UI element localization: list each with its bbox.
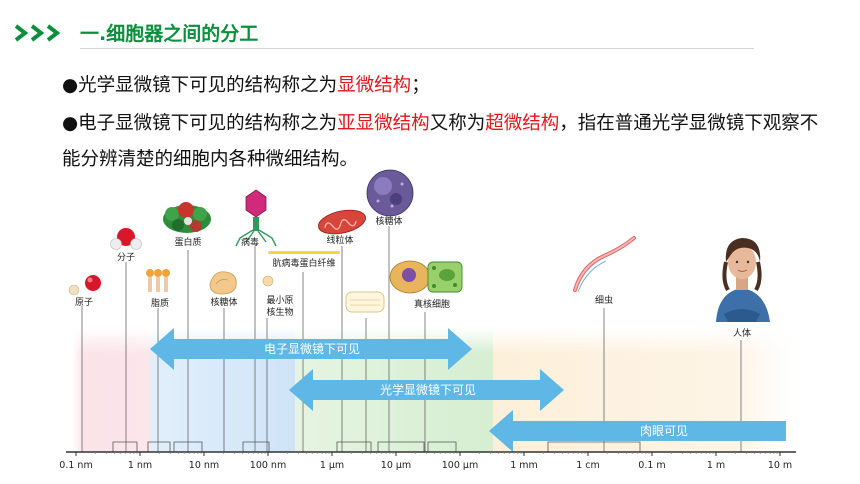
atom-icon [68,275,101,296]
axis-tick-label: 100 nm [250,460,286,471]
object-label-minimal-prokaryote: 最小原核生物 [266,295,293,318]
text-segment: 又称为 [429,113,486,134]
object-label-protein: 蛋白质 [174,236,201,248]
axis-tick-label: 10 nm [189,460,219,471]
highlight-term: 亚显微结构 [337,113,430,134]
minimal-prokaryote-icon [262,275,274,287]
ribosome-icon [209,271,237,295]
object-label-eukaryotic-cell: 真核细胞 [414,298,450,310]
eukaryotic-cell-icon [389,260,463,294]
cell-nucleus-icon [366,169,414,217]
axis-tick-label: 100 μm [442,460,478,471]
object-label-ribosome: 核糖体 [210,296,237,308]
object-label-lipid: 脂质 [151,297,169,309]
section-title: 一.细胞器之间的分工 [80,23,259,45]
axis-tick-label: 1 μm [320,460,344,471]
object-label-prion-fiber: 肮病毒蛋白纤维 [272,257,335,269]
lipid-icon [146,269,170,292]
electron-microscope-range: 电子显微镜下可见 [150,328,472,370]
triple-chevron-right-icon [14,24,61,42]
mitochondrion-icon [318,209,366,235]
size-brackets [112,441,641,452]
axis-ticks: 0.1 nm 1 nm 10 nm 100 nm 1 μm 10 μm 100 μm 1 mm… [59,452,792,471]
object-label-mitochondrion: 线粒体 [326,234,353,246]
virus-icon [235,189,277,247]
axis-tick-label: 0.1 nm [59,460,92,471]
object-label-molecule: 分子 [117,252,135,263]
highlight-term: 超微结构 [485,113,560,134]
text-segment: 电子显微镜下可见的结构称之为 [78,113,338,134]
object-label-human: 人体 [733,327,751,339]
axis-tick-label: 10 μm [381,460,411,471]
naked-eye-range: 肉眼可见 [489,410,786,452]
naked-eye-range-label: 肉眼可见 [640,424,688,438]
human-icon [716,238,770,322]
paragraph-optical-microscope: ●光学显微镜下可见的结构称之为显微结构； [62,68,822,104]
text-segment: ，指在普通光学显微镜下观察不能分辨清楚的细胞内各种微细结构。 [62,113,819,170]
highlight-term: 显微结构 [337,75,412,96]
axis-tick-label: 0.1 m [638,460,665,471]
header-divider [80,48,754,49]
axis-tick-label: 1 m [707,460,725,471]
object-label-worm: 细虫 [595,294,613,306]
prion-fiber-icon [268,251,340,254]
object-label-virus: 病毒 [241,236,259,248]
bullet: ● [62,75,79,96]
axis-tick-label: 1 mm [510,460,538,471]
axis-tick-label: 10 m [768,460,792,471]
protein-icon [163,202,211,233]
bullet: ● [62,113,79,134]
text-segment: ； [411,75,430,96]
optical-microscope-range: 光学显微镜下可见 [289,369,564,411]
optical-range-label: 光学显微镜下可见 [380,382,476,397]
molecule-icon [110,228,142,250]
axis-tick-label: 1 cm [576,460,600,471]
cell-membrane-icon [345,291,385,313]
electron-range-label: 电子显微镜下可见 [264,341,360,356]
object-label-atom: 原子 [75,297,93,308]
paragraph-electron-microscope: ●电子显微镜下可见的结构称之为亚显微结构又称为超微结构，指在普通光学显微镜下观察… [62,106,822,178]
object-label-nucleus: 核糖体 [375,215,402,227]
worm-icon [573,236,636,293]
text-segment: 光学显微镜下可见的结构称之为 [78,75,338,96]
axis-tick-label: 1 nm [128,460,152,471]
